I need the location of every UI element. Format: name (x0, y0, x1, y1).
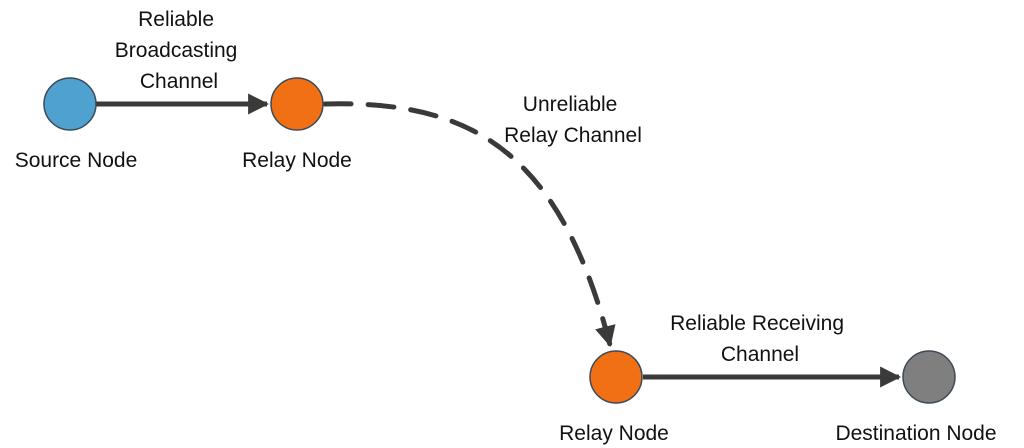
relay-channel-label-line-1: Unreliable (523, 93, 618, 116)
source-node-label: Source Node (15, 149, 138, 172)
relay-node-top-label: Relay Node (242, 149, 352, 172)
relay-channel-label-line-2: Relay Channel (504, 124, 642, 147)
destination-node (902, 350, 956, 404)
relay-node-top (270, 77, 324, 131)
receiving-channel-label-line-2: Channel (721, 343, 799, 366)
receiving-channel-label: Reliable Receiving Channel (670, 312, 850, 366)
relay-channel-label: Unreliable Relay Channel (504, 93, 642, 147)
relay-channel-dashed-arrow (322, 101, 616, 348)
broadcast-channel-label: Reliable Broadcasting Channel (115, 8, 243, 93)
broadcast-channel-label-line-1: Reliable (138, 8, 214, 31)
receiving-channel-label-line-1: Reliable Receiving (670, 312, 844, 335)
broadcast-channel-label-line-3: Channel (140, 70, 218, 93)
relay-node-bottom-label: Relay Node (559, 422, 669, 445)
destination-node-label: Destination Node (835, 422, 996, 445)
relay-node-bottom (589, 350, 643, 404)
source-node (43, 77, 97, 131)
broadcast-channel-label-line-2: Broadcasting (115, 39, 238, 62)
